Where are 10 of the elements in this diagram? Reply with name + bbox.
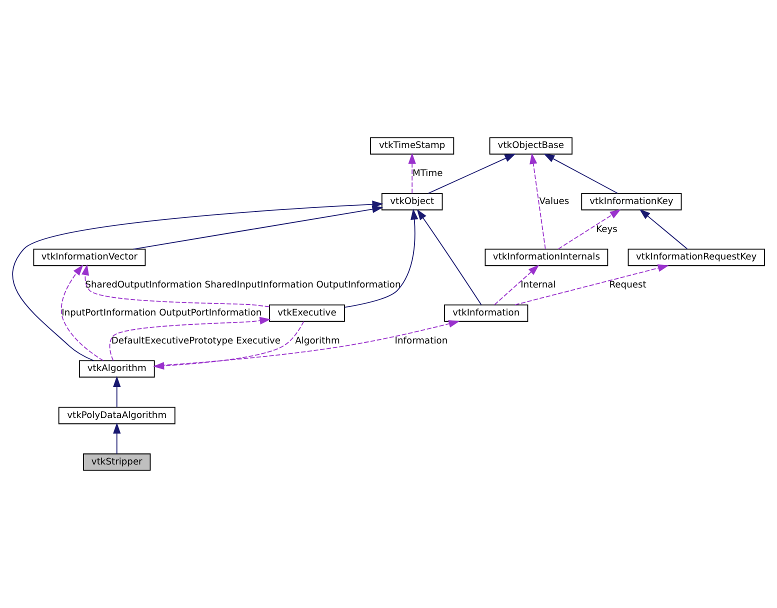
- edge-label: SharedOutputInformation SharedInputInformation OutputInformation: [85, 280, 401, 291]
- edge-label: MTime: [412, 169, 443, 180]
- edge-label: Keys: [596, 224, 618, 235]
- edge-label: DefaultExecutivePrototype Executive: [111, 336, 281, 346]
- edge-label: Information: [394, 336, 448, 346]
- edge-label: Internal: [520, 280, 556, 291]
- edge-label: Values: [539, 196, 570, 207]
- edge-label: Algorithm: [295, 336, 340, 346]
- edge-label: InputPortInformation OutputPortInformation: [62, 308, 262, 318]
- edge-label: Request: [609, 280, 646, 291]
